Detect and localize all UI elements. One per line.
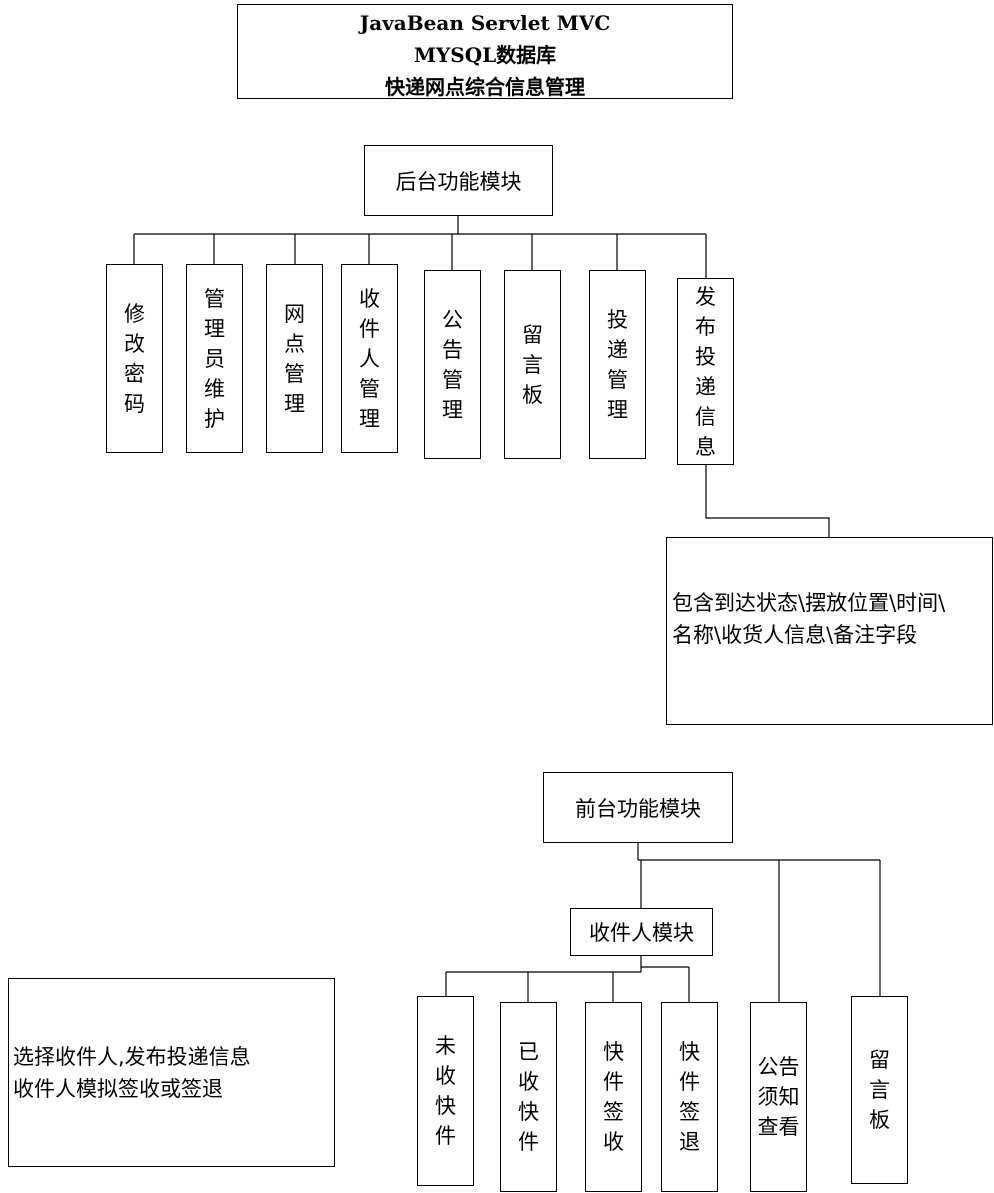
title-box: JavaBean Servlet MVC MYSQL数据库 快递网点综合信息管理 — [237, 4, 733, 99]
backend-module-outlet-management: 网点管理 — [266, 264, 323, 453]
backend-module-publish-delivery: 发布投递信息 — [677, 278, 734, 465]
module-label: 已收快件 — [517, 1040, 539, 1154]
recipient-module-box: 收件人模块 — [570, 908, 713, 956]
backend-module-recipient-management: 收件人管理 — [341, 264, 398, 453]
module-label: 投递管理 — [606, 307, 628, 422]
title-line-1: JavaBean Servlet MVC — [359, 11, 611, 35]
backend-note-line-1: 包含到达状态\摆放位置\时间\ — [672, 591, 946, 615]
title-line-2: MYSQL数据库 — [413, 43, 557, 67]
frontend-module-message-board: 留言板 — [851, 996, 908, 1184]
frontend-module-received: 已收快件 — [500, 1002, 557, 1192]
frontend-note-box: 选择收件人,发布投递信息 收件人模拟签收或签退 — [8, 978, 335, 1167]
frontend-module-unreceived: 未收快件 — [417, 996, 474, 1186]
module-label: 收件人管理 — [358, 286, 380, 431]
backend-module-change-password: 修改密码 — [106, 264, 163, 453]
module-label: 未收快件 — [434, 1034, 456, 1148]
module-label: 公告管理 — [441, 307, 463, 422]
backend-module-delivery-management: 投递管理 — [589, 270, 646, 459]
backend-root-label: 后台功能模块 — [395, 169, 522, 194]
frontend-module-notice-view: 公告须知查看 — [750, 1002, 807, 1192]
recipient-module-label: 收件人模块 — [589, 921, 694, 945]
module-label: 快件签收 — [602, 1040, 624, 1154]
module-label: 修改密码 — [123, 301, 145, 416]
frontend-root-label: 前台功能模块 — [575, 796, 701, 821]
frontend-note-line-2: 收件人模拟签收或签退 — [13, 1077, 223, 1101]
module-label: 留言板 — [521, 322, 543, 407]
frontend-note-line-1: 选择收件人,发布投递信息 — [13, 1045, 251, 1069]
backend-module-admin-maintenance: 管理员维护 — [186, 264, 243, 453]
module-label: 管理员维护 — [203, 286, 225, 431]
backend-module-message-board: 留言板 — [504, 270, 561, 459]
backend-root-box: 后台功能模块 — [364, 145, 553, 216]
backend-module-notice-management: 公告管理 — [424, 270, 481, 459]
module-label: 网点管理 — [283, 301, 305, 416]
backend-note-box: 包含到达状态\摆放位置\时间\ 名称\收货人信息\备注字段 — [666, 537, 993, 725]
frontend-module-sign-in: 快件签收 — [585, 1002, 642, 1192]
module-label: 快件签退 — [678, 1040, 700, 1154]
backend-note-line-2: 名称\收货人信息\备注字段 — [672, 623, 918, 647]
module-label: 发布投递信息 — [694, 284, 716, 459]
module-label: 留言板 — [868, 1048, 890, 1132]
frontend-root-box: 前台功能模块 — [543, 772, 733, 843]
frontend-module-sign-out: 快件签退 — [661, 1002, 718, 1192]
module-label: 公告须知查看 — [757, 1055, 800, 1139]
title-line-3: 快递网点综合信息管理 — [385, 75, 585, 99]
